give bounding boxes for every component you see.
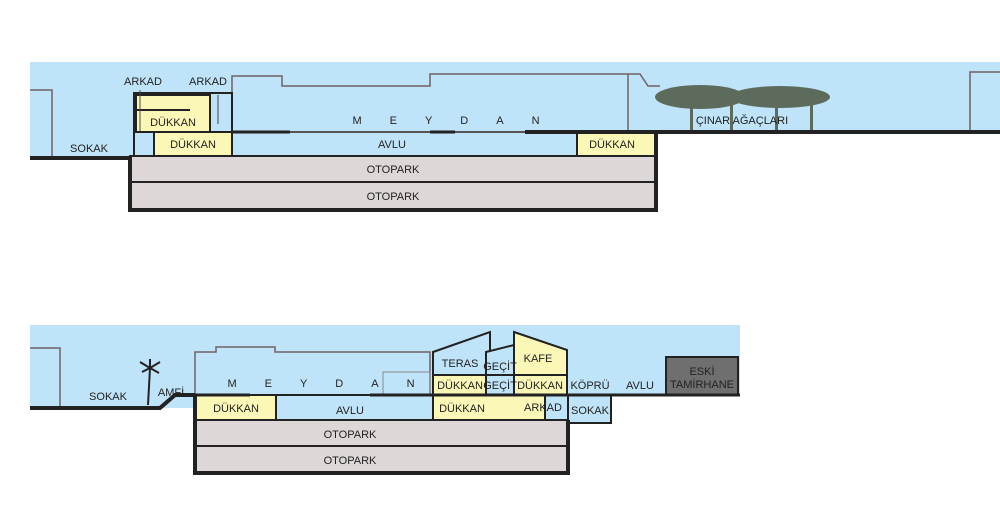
label-dukkan: DÜKKAN [170, 139, 216, 151]
label-arkad: ARKAD [524, 402, 562, 414]
left-building-outline [30, 89, 53, 158]
label-avlu: AVLU [626, 380, 654, 392]
label-otopark: OTOPARK [367, 191, 420, 203]
section-top: ARKAD ARKAD DÜKKAN DÜKKAN DÜKKAN SOKAK M… [30, 62, 1000, 212]
label-sokak: SOKAK [571, 405, 610, 417]
label-avlu: AVLU [378, 139, 406, 151]
section-bottom: SOKAK AMFİ MEYDAN TERAS GEÇİT KAFE DÜKKA… [30, 325, 740, 475]
label-teras: TERAS [442, 358, 479, 370]
label-meydan: MEYDAN [227, 378, 442, 390]
label-avlu: AVLU [336, 405, 364, 417]
label-gecit: GEÇİT [483, 360, 517, 373]
palm-tree-icon [139, 359, 161, 406]
label-dukkan: DÜKKAN [213, 403, 259, 415]
label-dukkan: DÜKKAN [437, 380, 483, 392]
label-kafe: KAFE [524, 353, 553, 365]
label-dukkan: DÜKKAN [439, 403, 485, 415]
label-arkad: ARKAD [124, 76, 162, 88]
meydan-outline [194, 346, 431, 395]
label-trees: ÇINAR AĞAÇLARI [696, 114, 788, 127]
label-otopark: OTOPARK [324, 429, 377, 441]
label-dukkan: DÜKKAN [150, 117, 196, 129]
old-repair-shop [665, 356, 739, 396]
label-meydan: MEYDAN [352, 115, 567, 127]
label-sokak: SOKAK [70, 143, 109, 155]
label-kopru: KÖPRÜ [570, 380, 609, 392]
label-dukkan: DÜKKAN [589, 139, 635, 151]
label-otopark: OTOPARK [324, 455, 377, 467]
label-amfi: AMFİ [158, 386, 184, 399]
label-tamirhane: TAMİRHANE [670, 378, 734, 391]
label-otopark: OTOPARK [367, 164, 420, 176]
label-dukkan: DÜKKAN [517, 380, 563, 392]
meydan-outline [231, 73, 629, 132]
label-gecit: GEÇİT [483, 379, 517, 392]
label-sokak: SOKAK [89, 391, 128, 403]
label-eski: ESKİ [689, 365, 714, 378]
label-arkad: ARKAD [189, 76, 227, 88]
plane-trees [655, 85, 830, 132]
